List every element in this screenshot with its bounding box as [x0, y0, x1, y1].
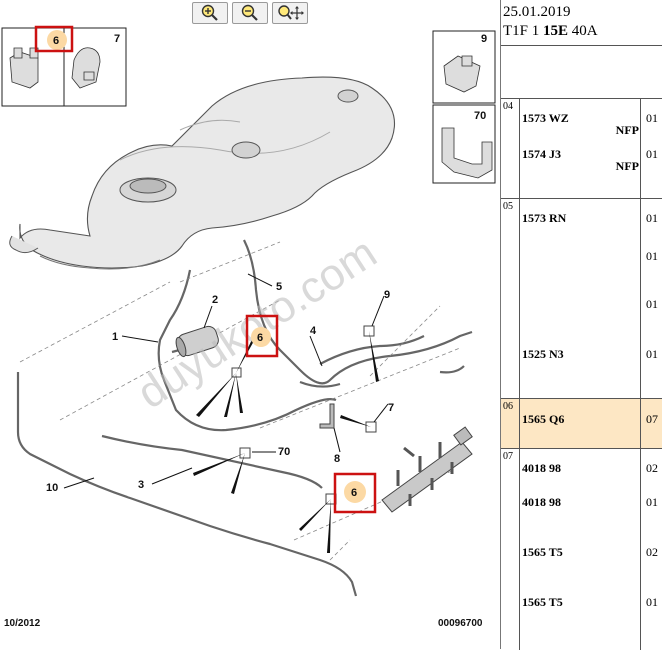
zoom-in-button[interactable]: [192, 2, 228, 24]
callout-7: 7: [388, 402, 394, 414]
callout-6-filter: 6: [257, 332, 263, 344]
part-qty: 01: [646, 111, 658, 125]
callout-2: 2: [212, 294, 218, 306]
part-ref[interactable]: 1565 T5: [522, 545, 563, 559]
part-ref[interactable]: 4018 98: [522, 461, 561, 475]
fuel-filter: [175, 325, 219, 358]
bracket: [319, 403, 335, 429]
part-ref[interactable]: 4018 98: [522, 495, 561, 509]
part-ref[interactable]: 1574 J3: [522, 147, 561, 161]
code-suffix: 40A: [571, 23, 598, 39]
callout-3: 3: [138, 479, 144, 491]
group-06-selected[interactable]: 06 1565 Q6 07: [501, 399, 662, 449]
highlight-callout-inset[interactable]: 6: [34, 25, 74, 53]
panel-header: 25.01.2019 T1F 1 15E 40A: [501, 0, 662, 46]
inset-clips-right: [432, 30, 496, 184]
parts-diagram: duyukoto.com 1 2 3 4 5 7 8 9 10 70 7 9 7…: [1, 0, 501, 649]
zoom-out-icon: [241, 4, 258, 21]
fuel-system-drawing: duyukoto.com 1 2 3 4 5 7 8 9 10 70 7 9 7…: [1, 25, 496, 629]
callout-4: 4: [310, 325, 317, 337]
group-index: 04: [503, 101, 513, 112]
inset-label-7: 7: [114, 33, 120, 45]
highlight-callout-rail[interactable]: 6: [333, 472, 377, 514]
catalog-date: 25.01.2019: [503, 4, 571, 20]
group-04[interactable]: 04 1573 WZ NFP 01 1574 J3 NFP 01: [501, 99, 662, 199]
code-bold: 15E: [543, 23, 569, 39]
zoom-out-button[interactable]: [232, 2, 268, 24]
part-qty: 07: [646, 412, 658, 426]
part-ref[interactable]: 1573 WZ: [522, 111, 569, 125]
part-ref[interactable]: 1573 RN: [522, 211, 567, 225]
part-qty: 02: [646, 461, 658, 475]
leader-lines: [63, 273, 389, 489]
group-05[interactable]: 05 1573 RN 01 01 01 1525 N3 01: [501, 199, 662, 399]
zoom-toolbar: [192, 2, 308, 24]
part-qty: 01: [646, 347, 658, 361]
zoom-pan-icon: [278, 5, 304, 20]
callout-8: 8: [334, 453, 340, 465]
part-ref[interactable]: 1525 N3: [522, 347, 564, 361]
inset-label-70: 70: [474, 110, 486, 122]
callout-10: 10: [46, 482, 58, 494]
parts-panel: 25.01.2019 T1F 1 15E 40A 04 1573 WZ NFP …: [501, 0, 662, 650]
group-07[interactable]: 07 4018 98 02 4018 98 01 1565 T5 02 1565…: [501, 449, 662, 650]
part-qty: 01: [646, 211, 658, 225]
group-index: 05: [503, 201, 513, 212]
part-qty: 01: [646, 595, 658, 609]
panel-spacer: [501, 46, 662, 99]
fuel-tank: [9, 76, 396, 270]
part-qty: 01: [646, 297, 658, 311]
callout-9: 9: [384, 289, 390, 301]
part-ref[interactable]: 1565 T5: [522, 595, 563, 609]
zoom-pan-button[interactable]: [272, 2, 308, 24]
callout-5: 5: [276, 281, 282, 293]
callout-6-rail: 6: [351, 487, 357, 499]
callout-70: 70: [278, 446, 290, 458]
part-note: NFP: [615, 123, 639, 137]
code-prefix: T1F 1: [503, 23, 540, 39]
group-index: 06: [503, 401, 513, 412]
callout-6-inset: 6: [53, 35, 59, 47]
part-ref[interactable]: 1565 Q6: [522, 412, 565, 426]
highlight-callout-filter[interactable]: 6: [245, 314, 279, 358]
part-note: NFP: [615, 159, 639, 173]
leader-wedges: [193, 331, 379, 553]
part-qty: 01: [646, 147, 658, 161]
vehicle-code: T1F 1 15E 40A: [503, 21, 662, 41]
part-qty: 01: [646, 495, 658, 509]
group-index: 07: [503, 451, 513, 462]
part-qty: 01: [646, 249, 658, 263]
callout-1: 1: [112, 331, 118, 343]
diagram-date: 10/2012: [4, 618, 41, 629]
fuel-rail: [381, 426, 473, 513]
fuel-pipes: [16, 239, 473, 597]
diagram-number: 00096700: [438, 618, 483, 629]
inset-label-9: 9: [481, 33, 487, 45]
part-qty: 02: [646, 545, 658, 559]
zoom-in-icon: [201, 4, 218, 21]
